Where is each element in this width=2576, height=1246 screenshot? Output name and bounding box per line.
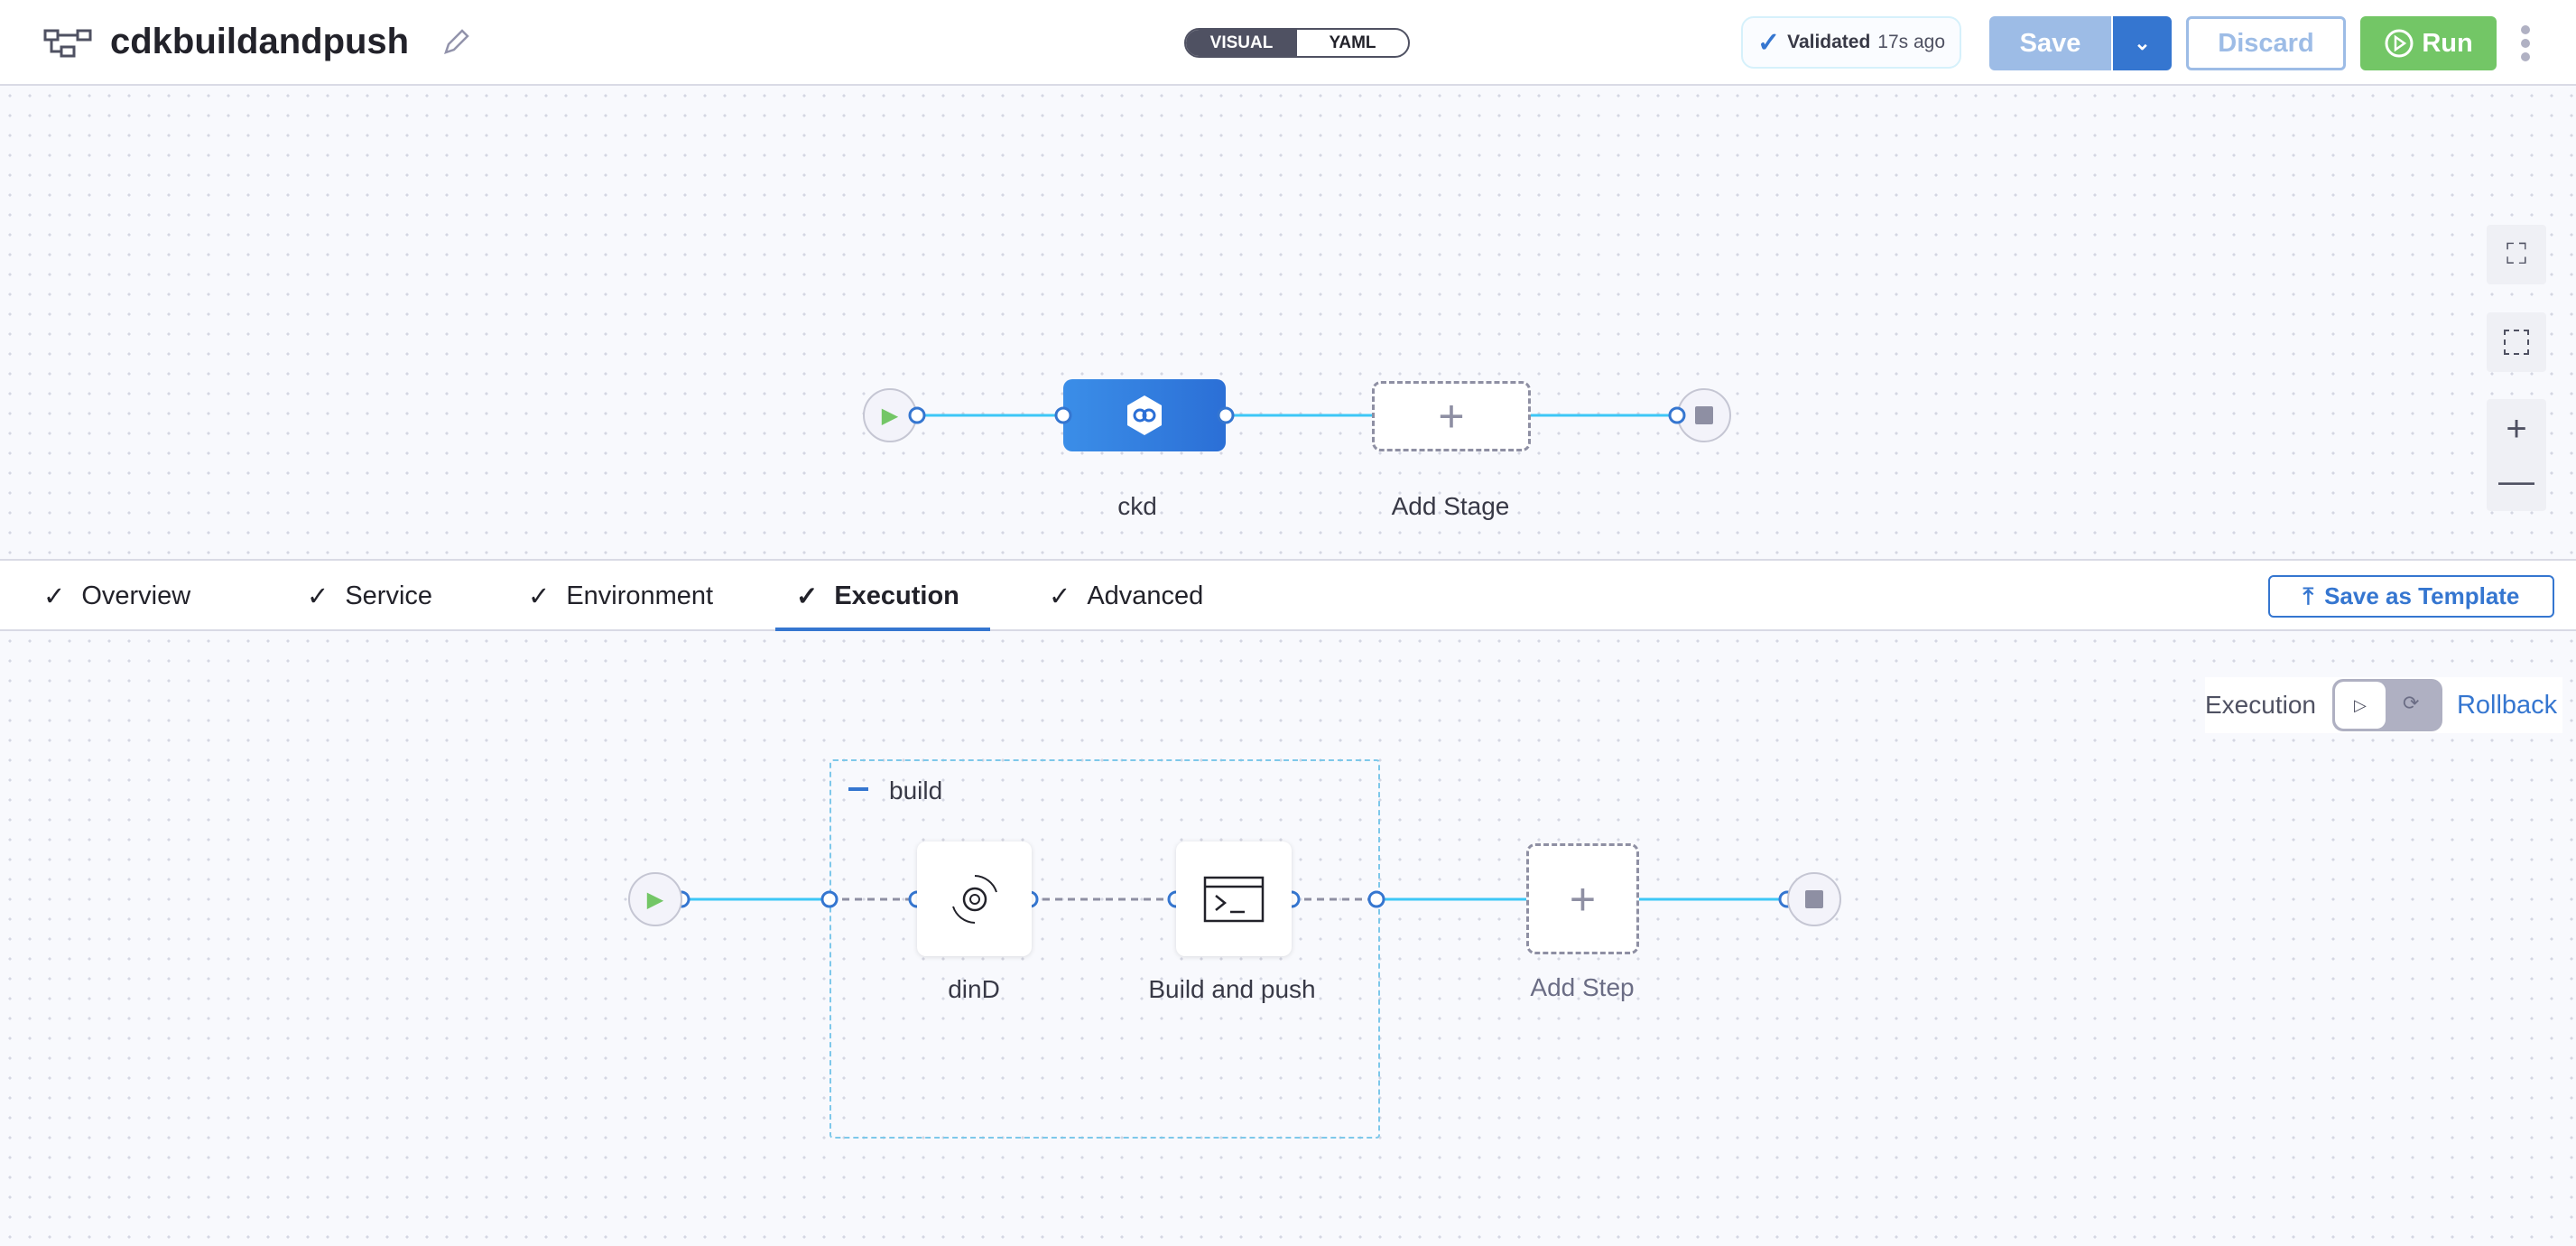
add-step-label: Add Step bbox=[1530, 973, 1635, 1001]
tab-execution[interactable]: ✓Execution bbox=[796, 581, 959, 611]
header: cdkbuildandpush VISUAL YAML ✓ Validated … bbox=[0, 0, 2576, 86]
gear-cycle-icon bbox=[951, 874, 997, 924]
execution-start-node: ▶ bbox=[628, 872, 682, 926]
pipeline-start-node: ▶ bbox=[863, 388, 917, 442]
fullscreen-icon[interactable]: ⛶ bbox=[2487, 225, 2546, 284]
collapse-group-icon[interactable] bbox=[848, 787, 868, 791]
execution-icon: ▷ bbox=[2334, 682, 2386, 729]
stage-tabs: ✓Overview ✓Service ✓Environment ✓Executi… bbox=[0, 559, 2576, 631]
play-icon: ▶ bbox=[646, 887, 664, 912]
play-icon: ▶ bbox=[881, 403, 899, 428]
save-button[interactable]: Save bbox=[1989, 16, 2111, 70]
save-dropdown-chevron-icon[interactable]: ⌄ bbox=[2111, 16, 2172, 70]
stage-label: ckd bbox=[1117, 492, 1157, 520]
yaml-option[interactable]: YAML bbox=[1329, 33, 1376, 52]
tab-service[interactable]: ✓Service bbox=[307, 581, 433, 611]
validation-status: Validated bbox=[1787, 32, 1871, 52]
pipeline-icon bbox=[43, 29, 92, 58]
step-label: dinD bbox=[948, 975, 1000, 1003]
more-options-icon[interactable] bbox=[2521, 25, 2532, 61]
visual-option[interactable]: VISUAL bbox=[1186, 30, 1297, 56]
check-icon: ✓ bbox=[1049, 581, 1071, 611]
deploy-stage-icon bbox=[1127, 395, 1162, 435]
pipeline-end-node bbox=[1677, 388, 1731, 442]
execution-mode-label: Execution bbox=[2205, 691, 2316, 719]
validation-badge[interactable]: ✓ Validated 17s ago bbox=[1741, 16, 1961, 69]
group-label: build bbox=[889, 776, 943, 804]
check-icon: ✓ bbox=[528, 581, 551, 611]
zoom-in-icon[interactable]: + bbox=[2506, 409, 2527, 449]
zoom-controls: +— bbox=[2487, 399, 2546, 511]
run-button[interactable]: Run bbox=[2360, 16, 2497, 70]
run-label: Run bbox=[2422, 28, 2473, 58]
check-icon: ✓ bbox=[1756, 27, 1781, 58]
check-icon: ✓ bbox=[796, 581, 819, 611]
rollback-icon: ⟳ bbox=[2402, 692, 2420, 714]
rollback-link[interactable]: Rollback bbox=[2456, 690, 2558, 720]
tab-advanced[interactable]: ✓Advanced bbox=[1049, 581, 1204, 611]
visual-yaml-toggle[interactable]: VISUAL YAML bbox=[1184, 28, 1410, 58]
tab-overview[interactable]: ✓Overview bbox=[43, 581, 191, 611]
execution-end-node bbox=[1787, 872, 1841, 926]
step-node-build-and-push[interactable] bbox=[1176, 842, 1292, 956]
upload-icon: ⤒ bbox=[2303, 581, 2314, 609]
add-stage-label: Add Stage bbox=[1391, 492, 1510, 520]
step-group-build[interactable] bbox=[829, 759, 1380, 1139]
check-icon: ✓ bbox=[43, 581, 66, 611]
step-node-dind[interactable] bbox=[917, 842, 1032, 956]
add-step-button[interactable]: + bbox=[1526, 843, 1639, 954]
stop-icon bbox=[1805, 890, 1823, 908]
discard-button[interactable]: Discard bbox=[2186, 16, 2346, 70]
save-as-template-button[interactable]: ⤒Save as Template bbox=[2268, 575, 2554, 618]
add-stage-button[interactable]: + bbox=[1372, 381, 1531, 451]
select-area-icon[interactable] bbox=[2487, 312, 2546, 372]
terminal-icon bbox=[1203, 876, 1265, 922]
edit-pencil-icon[interactable] bbox=[440, 27, 471, 58]
stop-icon bbox=[1695, 406, 1713, 424]
execution-rollback-toggle-bar: Execution ▷ ⟳ Rollback bbox=[2205, 677, 2562, 733]
check-icon: ✓ bbox=[307, 581, 329, 611]
active-tab-underline bbox=[775, 628, 990, 631]
execution-rollback-switch[interactable]: ▷ ⟳ bbox=[2331, 679, 2442, 731]
stage-connectors bbox=[917, 414, 1677, 417]
validation-time: 17s ago bbox=[1877, 32, 1946, 52]
play-circle-icon bbox=[2385, 29, 2414, 58]
pipeline-title: cdkbuildandpush bbox=[110, 22, 410, 61]
step-label: Build and push bbox=[1148, 975, 1316, 1003]
tab-environment[interactable]: ✓Environment bbox=[528, 581, 714, 611]
stage-node-ckd[interactable] bbox=[1063, 379, 1226, 451]
pipeline-canvas bbox=[0, 86, 2576, 559]
zoom-out-icon[interactable]: — bbox=[2498, 461, 2534, 501]
